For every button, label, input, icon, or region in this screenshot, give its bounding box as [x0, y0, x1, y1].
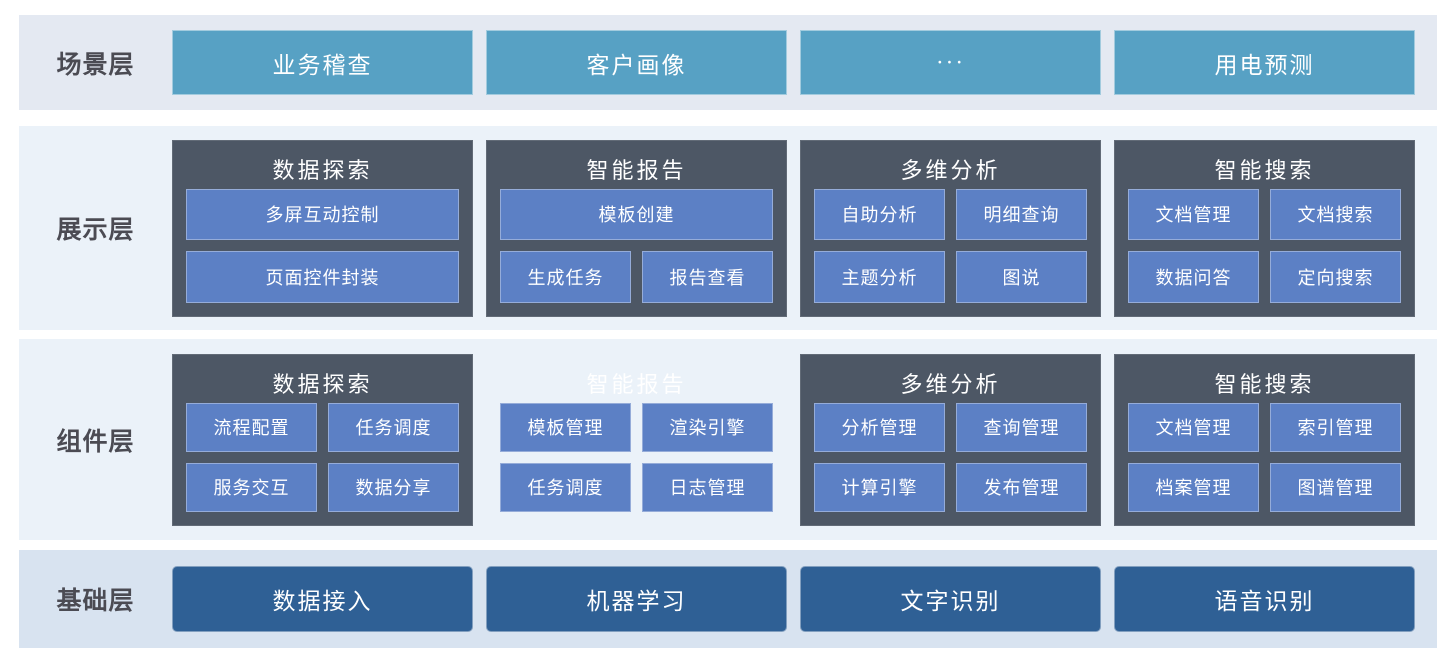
item-button[interactable]: 服务交互 [186, 462, 317, 512]
group-panel: 多维分析分析管理查询管理计算引擎发布管理 [800, 353, 1101, 526]
item-button[interactable]: 定向搜索 [1270, 251, 1401, 303]
group-panel: 数据探索流程配置任务调度服务交互数据分享 [172, 353, 473, 526]
item-button[interactable]: 流程配置 [186, 402, 317, 452]
item-button[interactable]: 报告查看 [642, 251, 773, 303]
item-button[interactable]: 渲染引擎 [642, 402, 773, 452]
item-button[interactable]: 索引管理 [1270, 402, 1401, 452]
group-column: 数据探索多屏互动控制页面控件封装 [172, 126, 473, 330]
item-button[interactable]: 多屏互动控制 [186, 188, 459, 240]
scenario-buttons-row: 业务稽查客户画像···用电预测 [172, 15, 1415, 110]
item-button[interactable]: 图谱管理 [1270, 462, 1401, 512]
group-panel: 智能报告模板创建生成任务报告查看 [486, 139, 787, 317]
layer-label-base: 基础层 [56, 587, 135, 615]
item-button[interactable]: 任务调度 [328, 402, 459, 452]
item-button[interactable]: 档案管理 [1128, 462, 1259, 512]
item-button[interactable]: 计算引擎 [814, 462, 945, 512]
group-title: 多维分析 [900, 157, 1001, 183]
group-column: 智能搜索文档管理索引管理档案管理图谱管理 [1114, 339, 1415, 540]
group-title: 数据探索 [272, 371, 373, 397]
group-items-grid: 文档管理索引管理档案管理图谱管理 [1128, 402, 1401, 512]
layer-label-component: 组件层 [56, 427, 135, 456]
group-items-grid: 模板管理渲染引擎任务调度日志管理 [500, 402, 773, 512]
item-button[interactable]: 任务调度 [500, 462, 631, 512]
item-button[interactable]: 模板管理 [500, 402, 631, 452]
base-button[interactable]: 机器学习 [486, 566, 787, 632]
item-button[interactable]: 发布管理 [956, 462, 1087, 512]
component-groups-row: 数据探索流程配置任务调度服务交互数据分享智能报告模板管理渲染引擎任务调度日志管理… [172, 339, 1415, 540]
item-button[interactable]: 图说 [956, 251, 1087, 303]
base-button[interactable]: 语音识别 [1114, 566, 1415, 632]
group-column: 数据探索流程配置任务调度服务交互数据分享 [172, 339, 473, 540]
group-panel-no-background: 智能报告模板管理渲染引擎任务调度日志管理 [486, 354, 787, 526]
layer-row-scenario: 场景层 业务稽查客户画像···用电预测 [19, 15, 1437, 110]
group-items-grid: 文档管理文档搜索数据问答定向搜索 [1128, 188, 1401, 303]
item-button[interactable]: 明细查询 [956, 188, 1087, 240]
scenario-button[interactable]: 客户画像 [486, 30, 787, 95]
scenario-button[interactable]: 用电预测 [1114, 30, 1415, 95]
layer-row-base: 基础层 数据接入机器学习文字识别语音识别 [19, 550, 1437, 648]
group-title: 多维分析 [900, 371, 1001, 397]
item-button[interactable]: 自助分析 [814, 188, 945, 240]
group-items-grid: 多屏互动控制页面控件封装 [186, 188, 459, 303]
item-button[interactable]: 分析管理 [814, 402, 945, 452]
group-items-grid: 流程配置任务调度服务交互数据分享 [186, 402, 459, 512]
item-button[interactable]: 数据问答 [1128, 251, 1259, 303]
layer-row-display: 展示层 数据探索多屏互动控制页面控件封装智能报告模板创建生成任务报告查看多维分析… [19, 126, 1437, 330]
group-title: 智能报告 [586, 157, 687, 183]
item-button[interactable]: 文档搜索 [1270, 188, 1401, 240]
group-items-grid: 分析管理查询管理计算引擎发布管理 [814, 402, 1087, 512]
group-items-grid: 自助分析明细查询主题分析图说 [814, 188, 1087, 303]
item-button[interactable]: 日志管理 [642, 462, 773, 512]
group-title: 智能搜索 [1214, 157, 1315, 183]
group-panel: 多维分析自助分析明细查询主题分析图说 [800, 139, 1101, 317]
item-button[interactable]: 模板创建 [500, 188, 773, 240]
group-panel: 数据探索多屏互动控制页面控件封装 [172, 139, 473, 317]
group-column: 智能搜索文档管理文档搜索数据问答定向搜索 [1114, 126, 1415, 330]
group-column: 多维分析自助分析明细查询主题分析图说 [800, 126, 1101, 330]
layer-label-display: 展示层 [56, 216, 135, 244]
group-title: 数据探索 [272, 157, 373, 183]
group-column: 智能报告模板创建生成任务报告查看 [486, 126, 787, 330]
item-button[interactable]: 数据分享 [328, 462, 459, 512]
item-button[interactable]: 查询管理 [956, 402, 1087, 452]
group-items-grid: 模板创建生成任务报告查看 [500, 188, 773, 303]
scenario-button[interactable]: ··· [800, 30, 1101, 95]
item-button[interactable]: 文档管理 [1128, 188, 1259, 240]
display-groups-row: 数据探索多屏互动控制页面控件封装智能报告模板创建生成任务报告查看多维分析自助分析… [172, 126, 1415, 330]
base-button[interactable]: 文字识别 [800, 566, 1101, 632]
base-buttons-row: 数据接入机器学习文字识别语音识别 [172, 550, 1415, 648]
item-button[interactable]: 生成任务 [500, 251, 631, 303]
layer-row-component: 组件层 数据探索流程配置任务调度服务交互数据分享智能报告模板管理渲染引擎任务调度… [19, 339, 1437, 540]
group-title: 智能报告 [586, 371, 687, 397]
base-button[interactable]: 数据接入 [172, 566, 473, 632]
item-button[interactable]: 主题分析 [814, 251, 945, 303]
group-panel: 智能搜索文档管理文档搜索数据问答定向搜索 [1114, 139, 1415, 317]
group-column: 多维分析分析管理查询管理计算引擎发布管理 [800, 339, 1101, 540]
group-column: 智能报告模板管理渲染引擎任务调度日志管理 [486, 339, 787, 540]
item-button[interactable]: 文档管理 [1128, 402, 1259, 452]
layer-label-scenario: 场景层 [56, 50, 135, 79]
group-title: 智能搜索 [1214, 371, 1315, 397]
group-panel: 智能搜索文档管理索引管理档案管理图谱管理 [1114, 353, 1415, 526]
scenario-button[interactable]: 业务稽查 [172, 30, 473, 95]
item-button[interactable]: 页面控件封装 [186, 251, 459, 303]
